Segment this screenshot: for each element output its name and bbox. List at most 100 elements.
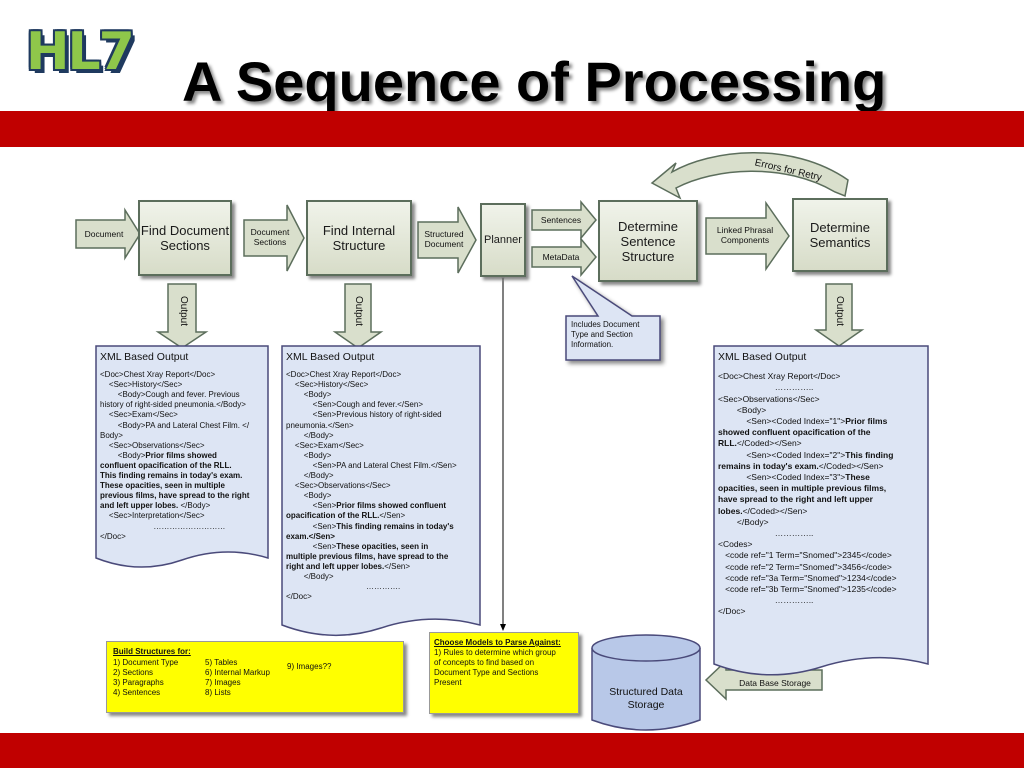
doc3-line-mixed: <Sen><Coded Index="1">Prior films (718, 416, 924, 427)
structured-document-label: Structured Document (424, 229, 464, 249)
build-col-2: 5) Tables 6) Internal Markup 7) Images 8… (205, 658, 270, 698)
doc2-line: <Doc>Chest Xray Report</Doc> (286, 370, 402, 380)
doc3-line: </Doc> (718, 606, 746, 617)
models-line: of concepts to find based on (434, 658, 535, 667)
arrow-structured-document (417, 206, 477, 274)
build-col-1: 1) Document Type 2) Sections 3) Paragrap… (113, 658, 178, 698)
doc2-line: …………. (286, 582, 401, 592)
doc3-line-mixed: RLL.</Coded></Sen> (718, 438, 802, 449)
arrow-document-sections (243, 204, 305, 272)
doc2-bold-text: right and left upper lobes. (286, 561, 385, 571)
doc3-line-mixed: remains in today's exam.</Coded></Sen> (718, 460, 884, 471)
doc3-line: <Codes> (718, 539, 753, 550)
doc2-bold-text: This finding remains in today's (336, 521, 454, 531)
arrow-sentences (531, 199, 597, 241)
build-structures-note: Build Structures for: 1) Document Type 2… (106, 641, 404, 713)
build-item: 4) Sentences (113, 688, 161, 697)
bottom-red-band (0, 733, 1024, 768)
doc3-line: ………….. (718, 595, 814, 606)
models-line: Present (434, 678, 462, 687)
doc1-heading: XML Based Output (100, 351, 189, 363)
doc1-line: <Sec>History</Sec> (100, 380, 183, 390)
doc1-line: </Doc> (100, 531, 126, 541)
document-sections-label: Document Sections (250, 227, 290, 247)
output-arrow-2 (332, 283, 384, 349)
sentences-label: Sentences (540, 215, 582, 225)
arrow-linked-phrasal (705, 200, 790, 272)
callout-bubble (565, 275, 661, 361)
doc2-line: <Sec>History</Sec> (286, 380, 369, 390)
build-item: 6) Internal Markup (205, 668, 270, 677)
doc2-bold-text: Prior films showed confluent (336, 501, 447, 511)
doc2-bold-text: opacification of the RLL. (286, 511, 380, 521)
doc3-line: </Body> (718, 516, 769, 527)
doc3-line: <code ref="1 Term="Snomed">2345</code> (718, 550, 892, 561)
output-label-2: Output (353, 295, 364, 327)
doc2-line: </Body> (286, 430, 334, 440)
doc1-line: These opacities, seen in multiple (100, 481, 225, 491)
build-item: 9) Images?? (287, 662, 332, 671)
doc3-bold-text: This finding (845, 449, 894, 460)
doc2-line: <Body> (286, 390, 332, 400)
doc2-line: <Sec>Observations</Sec> (286, 481, 391, 491)
doc1-line: history of right-sided pneumonia.</Body> (100, 400, 246, 410)
document-input-label: Document (84, 229, 124, 239)
doc1-line: <Sec>Interpretation</Sec> (100, 511, 205, 521)
doc2-sen-tag: <Sen> (286, 541, 337, 551)
doc1-line: previous films, have spread to the right (100, 491, 250, 501)
choose-models-heading: Choose Models to Parse Against: (434, 638, 561, 647)
doc1-line-mixed: <Body>Prior films showed (100, 451, 264, 461)
doc2-line-mixed: right and left upper lobes.</Sen> (286, 562, 476, 572)
determine-semantics-box: Determine Semantics (792, 198, 888, 272)
doc3-line: have spread to the right and left upper (718, 494, 873, 505)
output-label-3: Output (834, 295, 845, 327)
arrow-metadata (531, 236, 597, 278)
doc3-line: <Doc>Chest Xray Report</Doc> (718, 371, 841, 382)
doc2-line: </Doc> (286, 592, 312, 602)
doc2-line: exam.</Sen> (286, 531, 335, 541)
page-title: A Sequence of Processing (182, 50, 887, 113)
build-item: 5) Tables (205, 658, 238, 667)
build-item: 3) Paragraphs (113, 678, 164, 687)
doc2-line-mixed: <Sen>This finding remains in today's (286, 522, 476, 532)
doc2-heading: XML Based Output (286, 351, 375, 363)
xml-doc-shape-2 (281, 345, 481, 637)
linked-phrasal-label: Linked Phrasal Components (716, 225, 774, 245)
doc3-bold-text: Prior films (845, 416, 888, 427)
db-storage-label: Data Base Storage (739, 678, 811, 688)
models-line: 1) Rules to determine which group (434, 648, 556, 657)
doc3-line: <code ref="3a Term="Snomed">1234</code> (718, 572, 897, 583)
doc2-line-mixed: <Sen>Prior films showed confluent (286, 501, 476, 511)
output-arrow-1 (155, 283, 209, 349)
xml-output-doc-1: XML Based Output <Doc>Chest Xray Report<… (96, 346, 268, 542)
build-col-3: 9) Images?? (287, 662, 331, 672)
doc1-bold-text: and left upper lobes. (100, 501, 179, 511)
find-document-sections-box: Find Document Sections (138, 200, 232, 276)
doc2-bold-text: These opacities, seen in (336, 541, 429, 551)
output-arrow-3 (813, 283, 865, 347)
doc1-line: <Body>Cough and fever. Previous (100, 390, 240, 400)
doc1-line: confluent opacification of the RLL. (100, 460, 232, 470)
doc3-line-mixed: <Sen><Coded Index="2">This finding (718, 450, 924, 461)
hl7-logo: HL7 (26, 22, 135, 82)
doc3-line: ………….. (718, 528, 814, 539)
build-item: 1) Document Type (113, 658, 179, 667)
doc2-close-tag: </Sen> (379, 511, 406, 521)
build-structures-heading: Build Structures for: (113, 647, 191, 656)
doc1-close-tag: </Body> (178, 501, 211, 511)
build-item: 8) Lists (205, 688, 231, 697)
xml-doc-shape-1 (95, 345, 269, 568)
doc3-line-mixed: lobes.</Coded></Sen> (718, 505, 808, 516)
doc2-line-mixed: opacification of the RLL.</Sen> (286, 511, 476, 521)
doc3-line: ………….. (718, 382, 814, 393)
doc3-line: showed confluent opacification of the (718, 427, 871, 438)
models-line: Document Type and Sections (434, 668, 539, 677)
doc2-sen-tag: <Sen> (286, 521, 337, 531)
doc3-bold-text: These (845, 472, 870, 483)
planner-box: Planner (480, 203, 526, 277)
xml-output-doc-3: XML Based Output <Doc>Chest Xray Report<… (714, 346, 928, 618)
build-item: 2) Sections (113, 668, 154, 677)
doc3-line: <Sec>Observations</Sec> (718, 393, 820, 404)
doc1-line: <Sec>Exam</Sec> (100, 410, 178, 420)
doc2-line: </Body> (286, 571, 334, 581)
